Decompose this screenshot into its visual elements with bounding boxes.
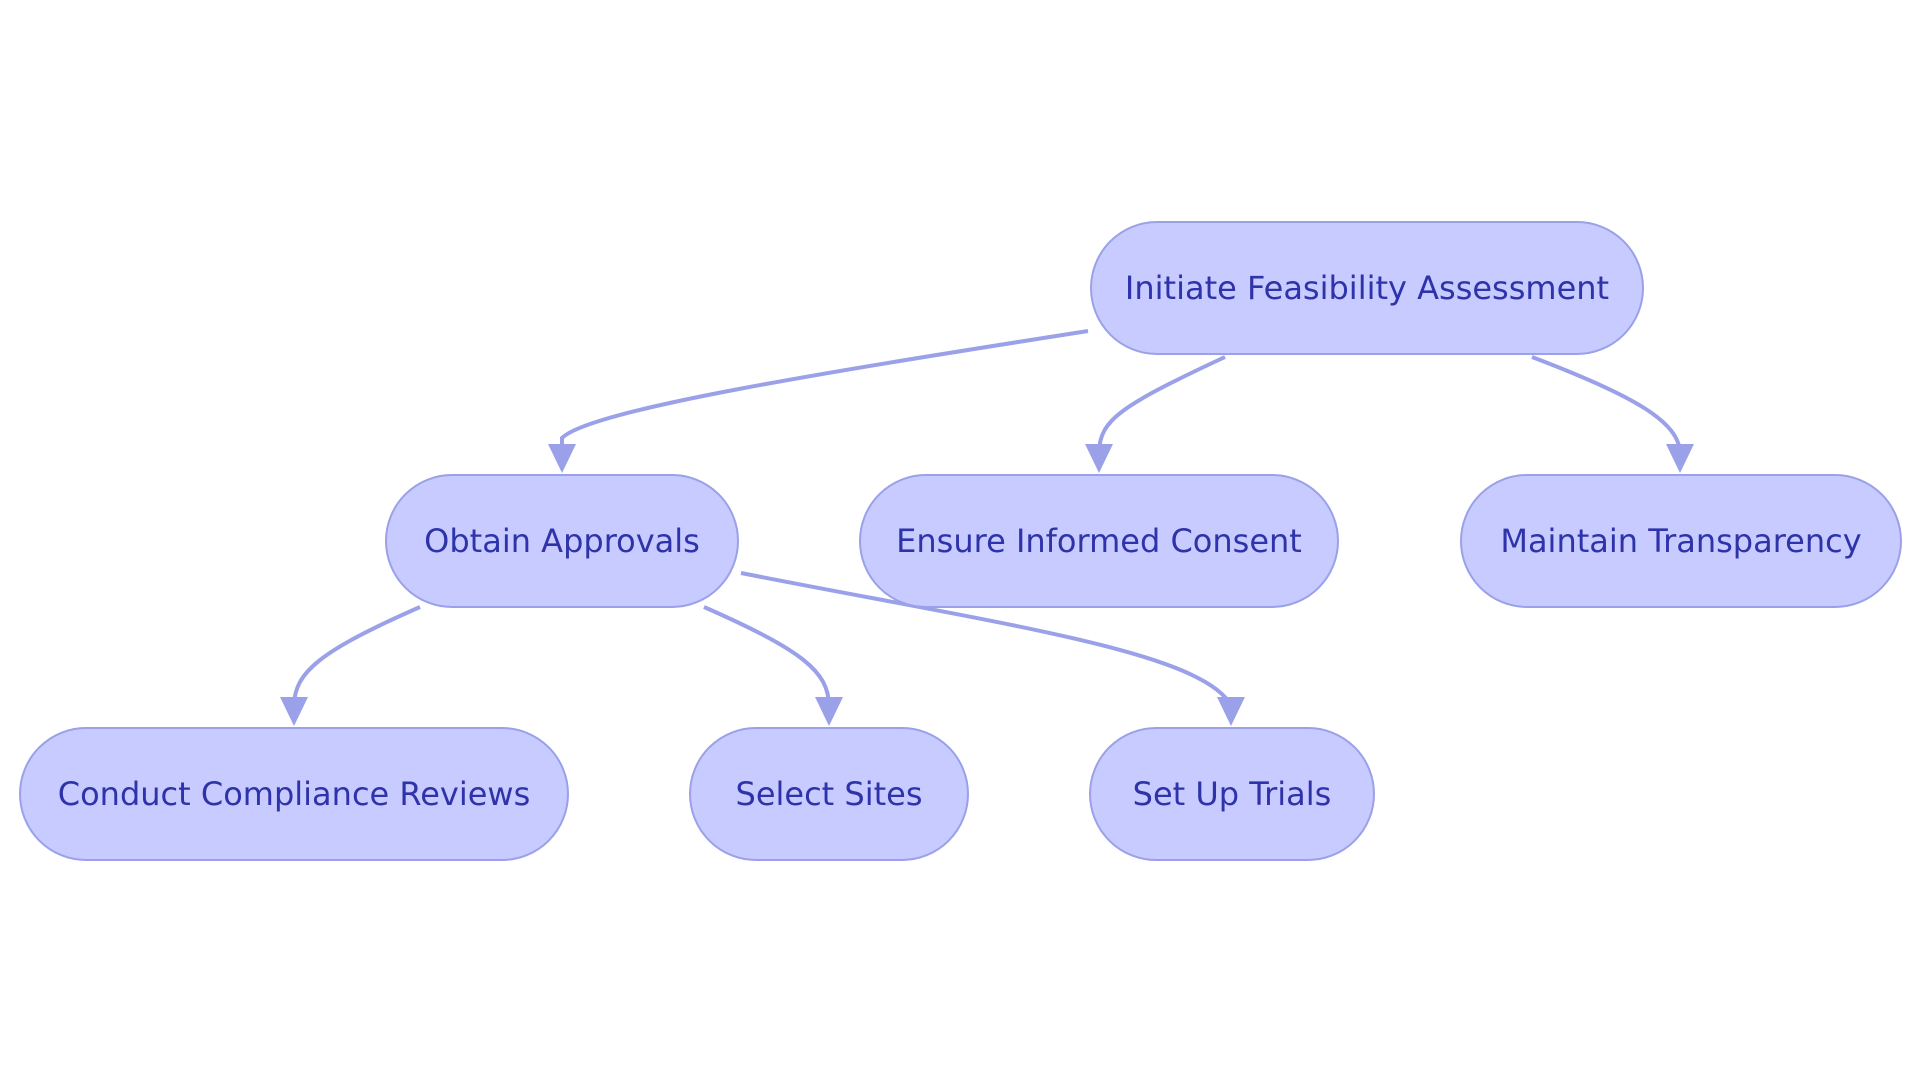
node-set-up-trials: Set Up Trials <box>1089 727 1375 861</box>
arrowhead-approvals <box>548 444 576 473</box>
node-select-sites: Select Sites <box>689 727 969 861</box>
edge-root-to-transparency <box>1531 355 1682 453</box>
arrowhead-transparency <box>1666 444 1694 473</box>
node-ensure-informed-consent: Ensure Informed Consent <box>859 474 1339 608</box>
node-initiate-feasibility-assessment: Initiate Feasibility Assessment <box>1090 221 1644 355</box>
node-obtain-approvals: Obtain Approvals <box>385 474 739 608</box>
arrowhead-compliance <box>280 697 308 726</box>
arrowhead-trials <box>1217 697 1245 726</box>
arrowhead-consent <box>1085 444 1113 473</box>
edge-root-to-consent <box>1097 355 1226 453</box>
edge-approvals-to-trials <box>740 571 1233 707</box>
node-conduct-compliance-reviews: Conduct Compliance Reviews <box>19 727 569 861</box>
edge-approvals-to-sites <box>703 605 831 706</box>
edge-approvals-to-compliance <box>292 605 421 706</box>
arrowhead-sites <box>815 697 843 726</box>
node-maintain-transparency: Maintain Transparency <box>1460 474 1902 608</box>
edge-root-to-approvals <box>560 329 1089 450</box>
